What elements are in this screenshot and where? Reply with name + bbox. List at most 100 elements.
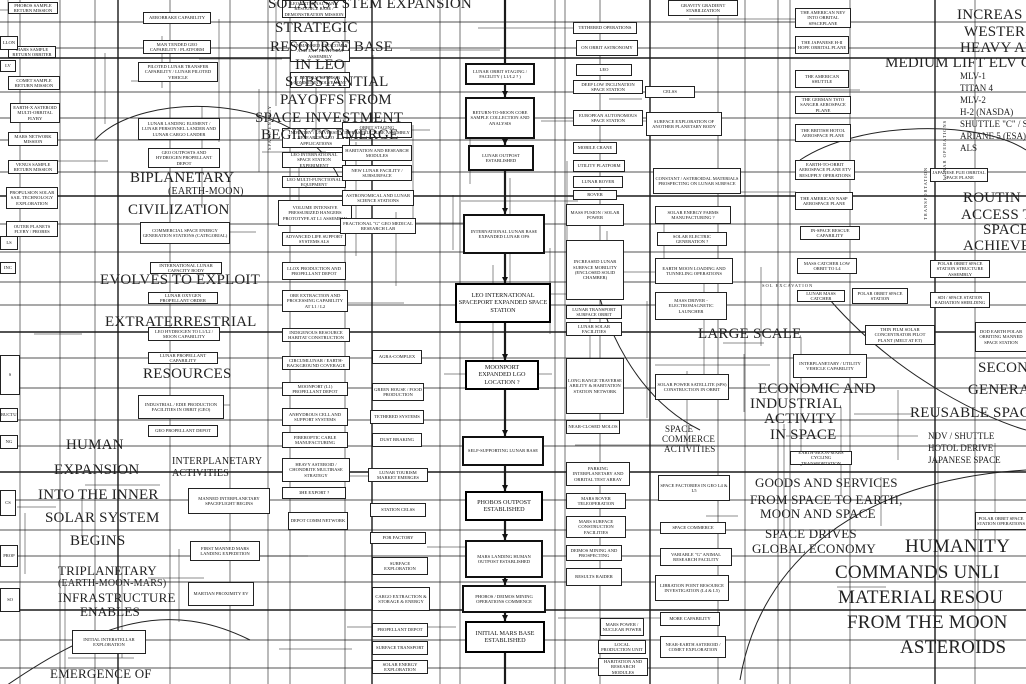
node-label: AGRA-COMPLEX — [378, 354, 416, 360]
node-c06: LEO MULTI-FUNCTIONAL EQUIPMENT — [282, 176, 346, 188]
node-b03: PILOTED LUNAR TRANSFER CAPABILITY / LUNA… — [138, 62, 218, 82]
node-n01: LUNAR ORBIT STAGING / FACILITY ( L1/L2 ?… — [465, 63, 535, 85]
node-e07: SURFACE EXPLORATION OF ANOTHER PLANETARY… — [646, 112, 722, 136]
node-label: TETHERED OPERATIONS — [578, 25, 632, 31]
arrowhead — [502, 139, 508, 145]
node-d12: FOR FACTORY — [370, 532, 426, 544]
region-label: WESTER — [964, 24, 1026, 40]
region-label: FROM THE MOON — [847, 612, 1008, 633]
node-c07: VOLUME INTENSIVE PRESSURIZED HANGERS PRO… — [278, 200, 352, 226]
node-g10: POLAR ORBIT SPACE STATION — [852, 288, 908, 304]
region-label: GLOBAL ECONOMY — [752, 541, 877, 556]
node-c01: LEO EXTERNAL TANK RESOURCE BASE / DEMONS… — [282, 0, 346, 18]
node-d05: FRACTIONAL "G" GEO MEDICAL RESEARCH LAB — [340, 218, 416, 234]
region-label: INDUSTRIAL — [750, 396, 842, 412]
node-e01: TETHERED OPERATIONS — [573, 22, 637, 34]
node-label: LOCAL PRODUCTION UNIT — [601, 641, 643, 652]
node-n02: RETURN-TO-MOON CORE SAMPLE COLLECTION AN… — [465, 97, 535, 139]
node-g19: POLAR ORBIT SPACE STATION OPERATIONS — [975, 512, 1026, 530]
node-c03: RETURN TO MOON COMMIT INVOLVEMENT — [290, 72, 350, 88]
node-label: ORE EXTRACTION AND PROCESSING CAPABILITY… — [286, 293, 344, 309]
node-g07: THE AMERICAN NASP AEROSPACE PLANE — [795, 192, 853, 210]
node-label: STATION CELSS — [381, 507, 415, 513]
region-label: SPACE — [665, 424, 694, 434]
node-label: PILOTED LUNAR TRANSFER CAPABILITY / LUNA… — [144, 64, 212, 80]
node-n11: INITIAL MARS BASE ESTABLISHED — [465, 621, 545, 653]
arrowhead — [502, 430, 508, 436]
region-boundary — [7, 619, 251, 684]
elv-list-item: H-2 (NASDA) — [960, 107, 1014, 117]
node-label: EUROPEAN AUTONOMOUS SPACE STATION — [579, 112, 637, 123]
node-z04: INC — [0, 262, 16, 274]
node-f05: EARTH MOON LOADING AND TUNNELING OPERATI… — [655, 258, 733, 284]
node-e13: INCREASED LUNAR SURFACE MOBILITY (ENCLOS… — [566, 240, 624, 300]
node-label: RETURN-TO-MOON CORE SAMPLE COLLECTION AN… — [470, 110, 530, 126]
node-c08: ADVANCED LIFE SUPPORT SYSTEMS ALS — [282, 232, 346, 246]
arrowhead — [502, 354, 508, 360]
node-c17: 3He EXPORT ? — [282, 487, 346, 499]
node-label: CELSS — [663, 89, 677, 95]
node-z05: S — [0, 355, 20, 395]
node-label: INTERPLANETARY / UTILITY VEHICLE CAPABIL… — [799, 360, 861, 371]
node-label: SPACE COMMERCE — [672, 525, 714, 531]
node-c05: LEO INTERNATIONAL SPACE STATION EXPERIME… — [282, 152, 346, 168]
node-e17: NEAR-CLOSED MOLOS — [566, 420, 620, 434]
node-label: LEO EXTERNAL TANK RESOURCE BASE / DEMONS… — [284, 1, 344, 17]
node-f07: SOLAR POWER SATELLITE (SPS) CONSTRUCTION… — [655, 374, 729, 400]
region-label: ASTEROIDS — [900, 637, 1007, 658]
elv-list-item: ALS — [960, 143, 978, 153]
node-label: MARS LANDING HUMAN OUTPOST ESTABLISHED — [477, 553, 531, 564]
node-g05: THE BRITISH HOTOL AEROSPACE PLANE — [795, 124, 851, 142]
node-b12: GEO PROPELLANT DEPOT — [148, 425, 218, 437]
node-b16: INITIAL INTERSTELLAR EXPLORATION — [72, 630, 146, 654]
node-b10: LUNAR PROPELLANT CAPABILITY — [148, 352, 218, 364]
side-axis-label: LUNAR OPERATIONS — [942, 119, 947, 180]
node-f10: VARIABLE "G" ANIMAL RESEARCH FACILITY — [660, 548, 732, 566]
arrowhead — [502, 208, 508, 214]
node-label: RESULTS RAIDER — [575, 574, 613, 580]
node-n07: SELF-SUPPORTING LUNAR BASE — [462, 436, 544, 466]
region-label: SOLAR SYSTEM — [45, 510, 160, 526]
node-label: CARGO EXTRACTION & STORAGE & ENERGY — [375, 593, 427, 604]
node-label: INDIGENOUS RESOURCE HABITAT CONSTRUCTION — [288, 329, 344, 340]
node-g13: EARTH-MOON-MARS CYCLING TRANSPORTATION — [790, 451, 852, 465]
node-label: FOR FACTORY — [382, 535, 414, 541]
node-label: ROVER — [587, 192, 603, 198]
node-b11: INDUSTRIAL / EDIE PRODUCTION FACILITIES … — [138, 395, 224, 419]
node-label: EARTH MOON LOADING AND TUNNELING OPERATI… — [662, 265, 726, 276]
node-label: THE JAPANESE H-II HOPE ORBITAL PLANE — [797, 39, 847, 50]
node-d16: SURFACE TRANSPORT — [372, 641, 428, 655]
node-label: ASTRONOMICAL AND LUNAR SCIENCE STATIONS — [345, 192, 411, 203]
node-label: MARS SAMPLE RETURN ORBITER — [12, 46, 52, 57]
region-label: BEGINS — [70, 533, 126, 549]
node-label: INDUSTRIAL / EDIE PRODUCTION FACILITIES … — [144, 401, 218, 412]
node-c11: INDIGENOUS RESOURCE HABITAT CONSTRUCTION — [282, 328, 350, 342]
node-label: SELF-SUPPORTING LUNAR BASE — [467, 448, 539, 454]
node-label: INTERNATIONAL LUNAR BASE EXPANDED LUNAR … — [470, 228, 538, 239]
node-label: VENUS SAMPLE RETURN MISSION — [13, 161, 53, 172]
node-a05: MARS NETWORK MISSION — [8, 132, 58, 146]
node-c02: UNMANNED GEO COMM AND EXP. PLATFORM ASSE… — [290, 40, 350, 62]
node-label: ORBIT STAGING INFRASTRUCTURE ASSEMBLY — [344, 124, 410, 135]
node-label: MOBILE CRANE — [577, 145, 613, 151]
elv-list-item: TITAN 4 — [960, 83, 994, 93]
node-label: SOLAR ENERGY EXPLORATION — [382, 661, 418, 672]
node-f02: CONSTANT / ASTEROIDAL MATERIALS PROSPECT… — [653, 168, 741, 194]
node-label: INDUSTRY / UNIVERSITY RESEARCH / LEO APP… — [289, 130, 343, 146]
node-label: LUNAR OXYGEN PROPELLANT ORDER — [160, 292, 206, 303]
region-label: COMMERCE — [662, 434, 716, 444]
region-label: ACTIVITIES — [172, 468, 229, 479]
node-e06: EUROPEAN AUTONOMOUS SPACE STATION — [573, 110, 643, 126]
node-b02: MAN TENDED GEO CAPABILITY / PLATFORM — [143, 40, 211, 54]
node-z09: PROP — [0, 545, 18, 567]
node-b09: LEO HYDROGEN TO L1/L2 / MOON CAPABILITY — [148, 327, 220, 341]
node-g17: THIN FILM SOLAR CONCENTRATOR PILOT PLANT… — [865, 325, 935, 345]
node-f12: MORE CAPABILITY — [660, 612, 720, 626]
node-d09: DUST BRAKING — [372, 433, 422, 447]
node-f13: NEAR-EARTH ASTEROID / COMET EXPLORATION — [660, 636, 726, 658]
node-label: MANNED INTERPLANETARY SPACEFLIGHT BEGINS — [198, 495, 260, 506]
node-g12: INTERPLANETARY / UTILITY VEHICLE CAPABIL… — [793, 354, 867, 378]
node-e12: MASS FUSION / SOLAR POWER — [566, 204, 624, 226]
region-boundary — [799, 128, 1026, 161]
